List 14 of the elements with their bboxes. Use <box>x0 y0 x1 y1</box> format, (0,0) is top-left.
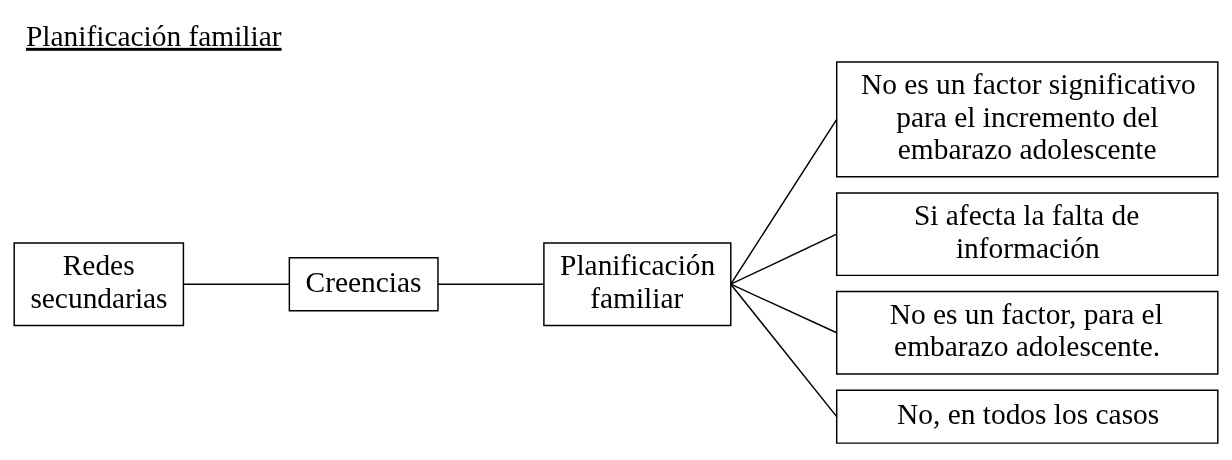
node-box: Si afecta la falta de información <box>835 191 1219 276</box>
node-box: Redes secundarias <box>13 241 185 326</box>
node-box: No es un factor, para el embarazo adolescente. <box>835 290 1219 375</box>
connector <box>730 232 838 285</box>
node-box: No, en todos los casos <box>835 388 1219 444</box>
connector <box>730 118 838 285</box>
connector <box>730 282 838 417</box>
connector <box>437 282 545 285</box>
connector <box>730 282 838 333</box>
diagram-title: Planificación familiar <box>25 19 282 52</box>
node-box: Creencias <box>288 256 439 311</box>
connector <box>182 282 291 285</box>
node-box: No es un factor significativo para el incremento del embarazo adolescente <box>835 60 1219 178</box>
node-box: Planificación familiar <box>543 241 732 326</box>
